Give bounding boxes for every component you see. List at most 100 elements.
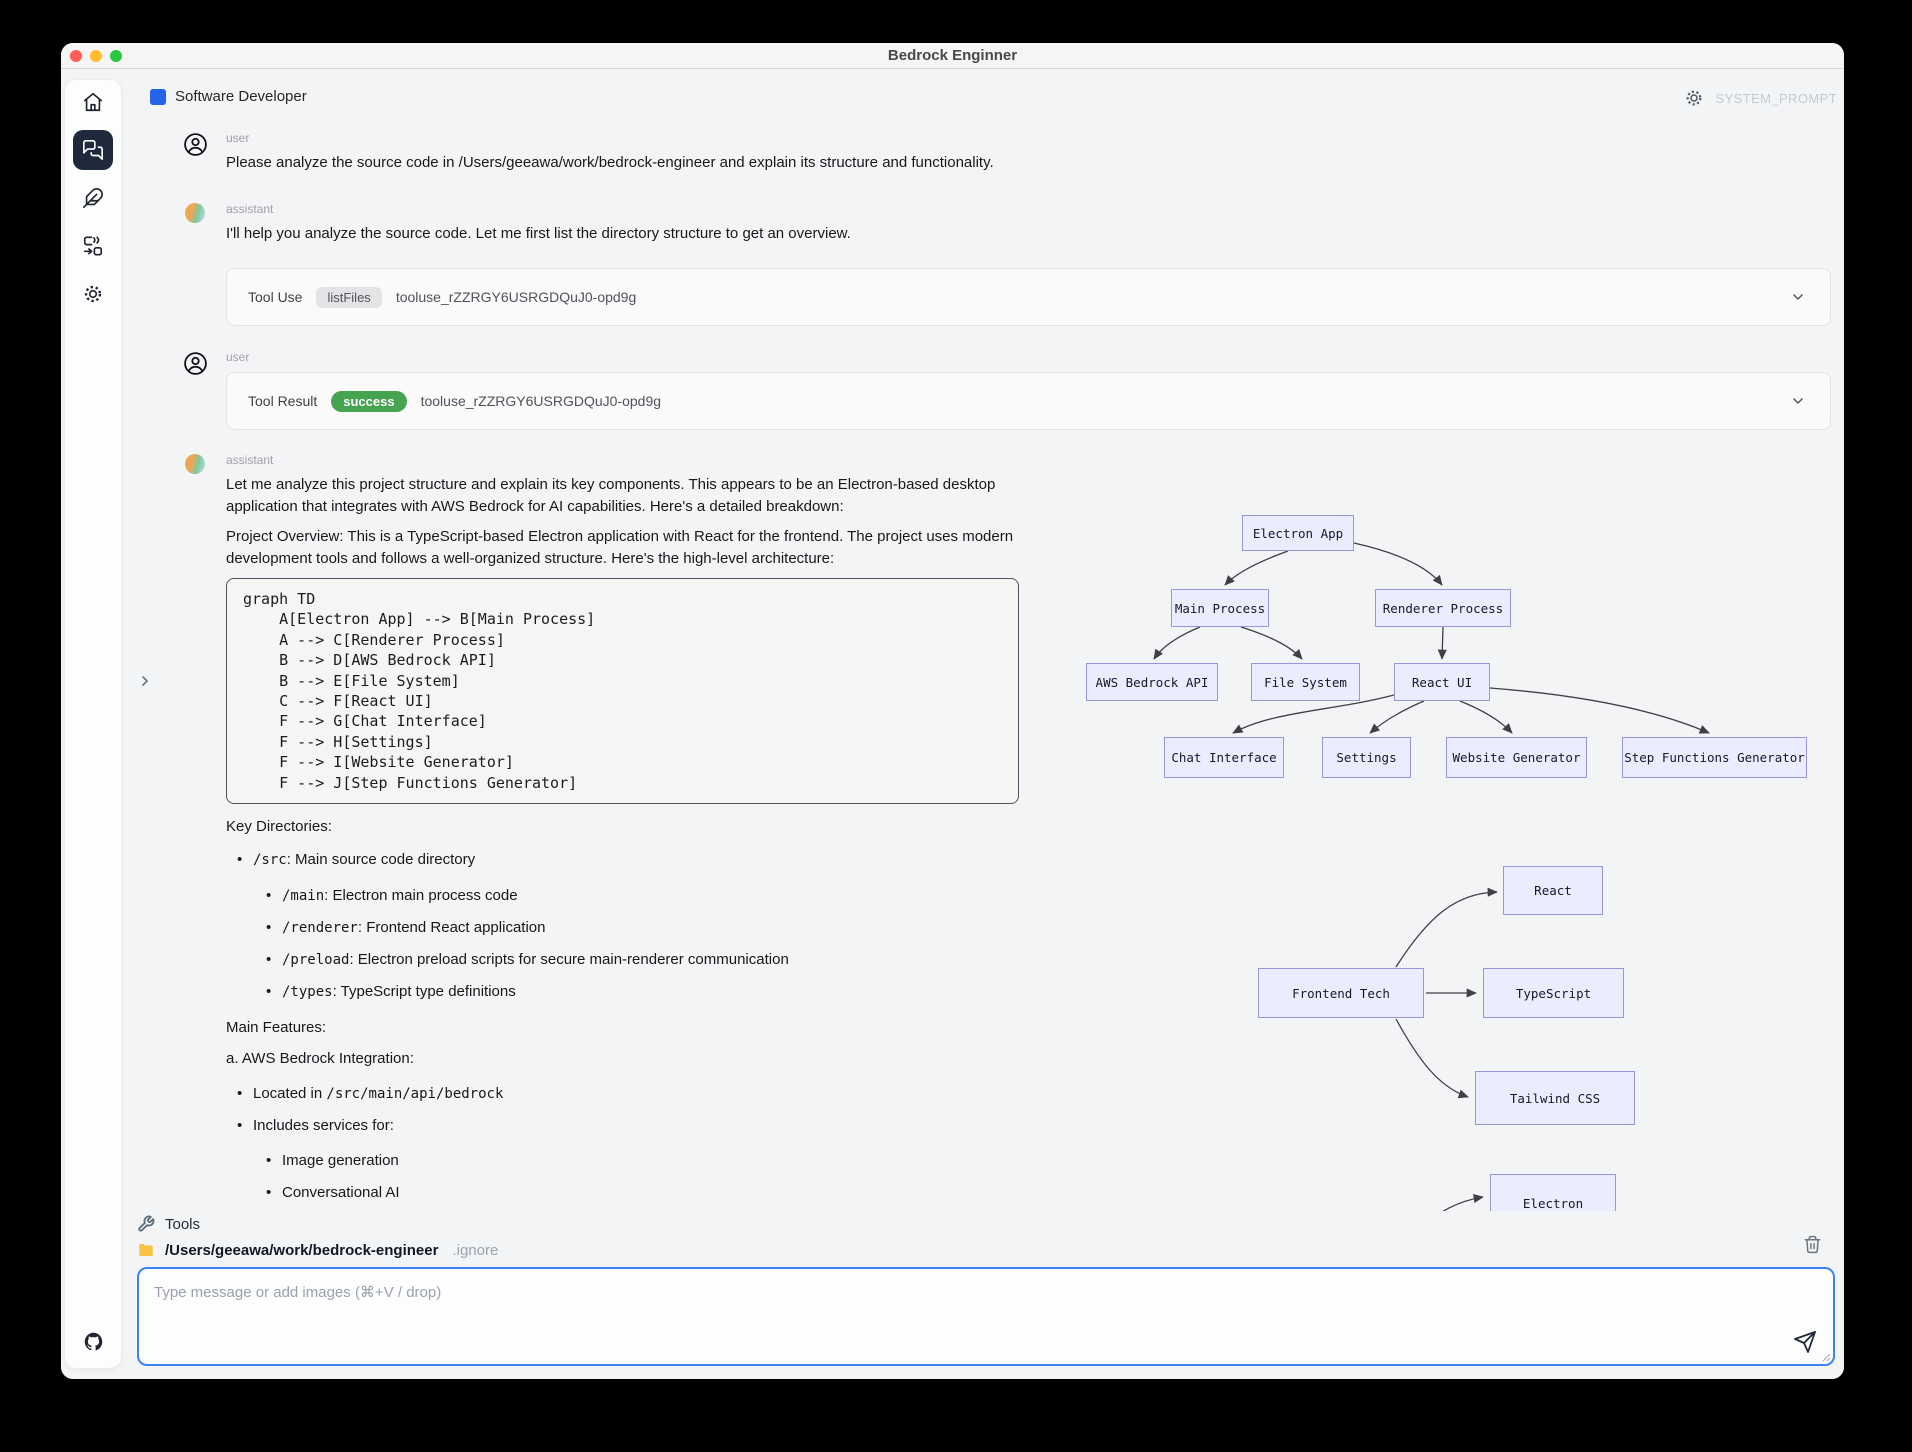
diagram-node-main-process: Main Process <box>1171 589 1269 627</box>
code-line: F --> J[Step Functions Generator] <box>243 773 578 792</box>
project-path: /Users/geeawa/work/bedrock-engineer <box>165 1241 439 1259</box>
code-line: B --> E[File System] <box>243 671 460 690</box>
diagram-node-settings: Settings <box>1322 737 1411 778</box>
github-icon[interactable] <box>83 1331 104 1352</box>
diagram-node-react-ui: React UI <box>1394 663 1490 701</box>
system-prompt-label[interactable]: SYSTEM_PROMPT <box>1715 90 1837 106</box>
tool-use-label: Tool Use <box>248 289 303 305</box>
code-line: C --> F[React UI] <box>243 692 433 711</box>
feature-a-heading: a. AWS Bedrock Integration: <box>226 1050 414 1068</box>
gear-icon[interactable] <box>1684 88 1704 108</box>
feature-text: Conversational AI <box>282 1184 400 1202</box>
agent-name: Software Developer <box>175 88 307 105</box>
tools-label: Tools <box>165 1215 201 1233</box>
system-prompt-row: SYSTEM_PROMPT <box>1684 88 1838 108</box>
chat-thread: user Please analyze the source code in /… <box>183 131 1833 1214</box>
analysis-paragraph: Project Overview: This is a TypeScript-b… <box>226 528 1014 567</box>
folder-icon <box>137 1241 155 1259</box>
assistant-avatar <box>185 203 205 223</box>
diagram-node-step-functions-generator: Step Functions Generator <box>1622 737 1807 778</box>
sidebar-item-home[interactable] <box>73 82 113 122</box>
send-icon[interactable] <box>1793 1330 1817 1354</box>
sidebar-item-step-functions[interactable] <box>73 226 113 266</box>
window-title: Bedrock Enginner <box>887 47 1018 64</box>
code-line: B --> D[AWS Bedrock API] <box>243 651 496 670</box>
tool-use-card[interactable]: Tool Use listFiles tooluse_rZZRGY6USRGDQ… <box>226 268 1831 326</box>
feature-text: Image generation <box>282 1152 399 1170</box>
chevron-down-icon[interactable] <box>1790 393 1806 409</box>
traffic-lights <box>70 50 122 62</box>
step-functions-icon <box>82 235 104 257</box>
tool-result-card[interactable]: Tool Result success tooluse_rZZRGY6USRGD… <box>226 372 1831 430</box>
diagram-node-tailwind-css: Tailwind CSS <box>1475 1071 1635 1125</box>
directory-path: /main <box>282 888 325 905</box>
list-item: •/types: TypeScript type definitions <box>266 983 516 1001</box>
diagram-node-chat-interface: Chat Interface <box>1164 737 1284 778</box>
status-badge: success <box>331 390 407 412</box>
trash-icon[interactable] <box>1803 1235 1822 1254</box>
list-item: •/main: Electron main process code <box>266 887 518 905</box>
assistant-avatar <box>185 454 205 474</box>
list-item: •Conversational AI <box>266 1184 400 1202</box>
expand-panel-chevron-icon[interactable] <box>137 673 153 694</box>
sidebar <box>64 79 122 1369</box>
close-window-button[interactable] <box>70 50 82 62</box>
directory-path: /src <box>253 852 287 869</box>
list-item: • /src: Main source code directory <box>237 851 476 869</box>
composer-area: Tools /Users/geeawa/work/bedrock-enginee… <box>61 1211 1844 1379</box>
minimize-window-button[interactable] <box>90 50 102 62</box>
directory-desc: : Electron preload scripts for secure ma… <box>349 951 789 969</box>
agent-color-chip <box>150 88 166 105</box>
key-directories-heading: Key Directories: <box>226 818 332 836</box>
directory-desc: : Electron main process code <box>324 887 518 905</box>
directory-path: /types <box>282 984 333 1001</box>
resize-grip[interactable] <box>1819 1350 1831 1362</box>
diagram-node-aws-bedrock-api: AWS Bedrock API <box>1086 663 1218 701</box>
agent-header: Software Developer <box>150 88 307 105</box>
list-item: • Located in /src/main/api/bedrock <box>237 1085 504 1103</box>
user-avatar-icon <box>183 132 208 157</box>
role-label: assistant <box>226 453 274 467</box>
tool-result-id: tooluse_rZZRGY6USRGDQuJ0-opd9g <box>420 393 662 409</box>
message-text: I'll help you analyze the source code. L… <box>226 225 851 242</box>
role-label: assistant <box>226 202 274 216</box>
user-avatar-icon <box>183 351 208 376</box>
diagram-node-electron-app: Electron App <box>1242 515 1354 551</box>
list-item: •/preload: Electron preload scripts for … <box>266 951 789 969</box>
role-label: user <box>226 131 250 145</box>
chevron-down-icon[interactable] <box>1790 289 1806 305</box>
list-item: •Image generation <box>266 1152 399 1170</box>
diagram-node-website-generator: Website Generator <box>1446 737 1587 778</box>
message-input[interactable] <box>139 1269 1833 1364</box>
diagram-node-renderer-process: Renderer Process <box>1375 589 1511 627</box>
tool-use-id: tooluse_rZZRGY6USRGDQuJ0-opd9g <box>395 289 637 305</box>
message-composer <box>137 1267 1835 1366</box>
assistant-message: assistant I'll help you analyze the sour… <box>183 202 1833 326</box>
gear-icon <box>82 283 104 305</box>
message-text: Please analyze the source code in /Users… <box>226 154 994 171</box>
mermaid-code-block: graph TD A[Electron App] --> B[Main Proc… <box>226 578 1019 805</box>
titlebar: Bedrock Enginner <box>61 43 1844 69</box>
diagram-node-frontend-tech: Frontend Tech <box>1258 968 1424 1018</box>
directory-desc: : Frontend React application <box>357 919 546 937</box>
tools-toggle[interactable]: Tools <box>137 1215 200 1233</box>
user-message: user Please analyze the source code in /… <box>183 131 1833 174</box>
zoom-window-button[interactable] <box>110 50 122 62</box>
home-icon <box>82 91 104 113</box>
sidebar-item-settings[interactable] <box>73 274 113 314</box>
diagram-node-typescript: TypeScript <box>1483 968 1624 1018</box>
tool-result-label: Tool Result <box>248 393 318 409</box>
sidebar-item-chat[interactable] <box>73 130 113 170</box>
chat-icon <box>82 139 104 161</box>
wrench-icon <box>137 1215 155 1233</box>
code-line: A[Electron App] --> B[Main Process] <box>243 610 596 629</box>
code-line: A --> C[Renderer Process] <box>243 630 505 649</box>
sidebar-item-agent[interactable] <box>73 178 113 218</box>
feather-icon <box>82 187 104 209</box>
directory-desc: : TypeScript type definitions <box>332 983 516 1001</box>
ignore-file-link[interactable]: .ignore <box>452 1241 499 1259</box>
directory-path: /src/main/api/bedrock <box>326 1086 504 1103</box>
directory-path: /preload <box>282 952 350 969</box>
